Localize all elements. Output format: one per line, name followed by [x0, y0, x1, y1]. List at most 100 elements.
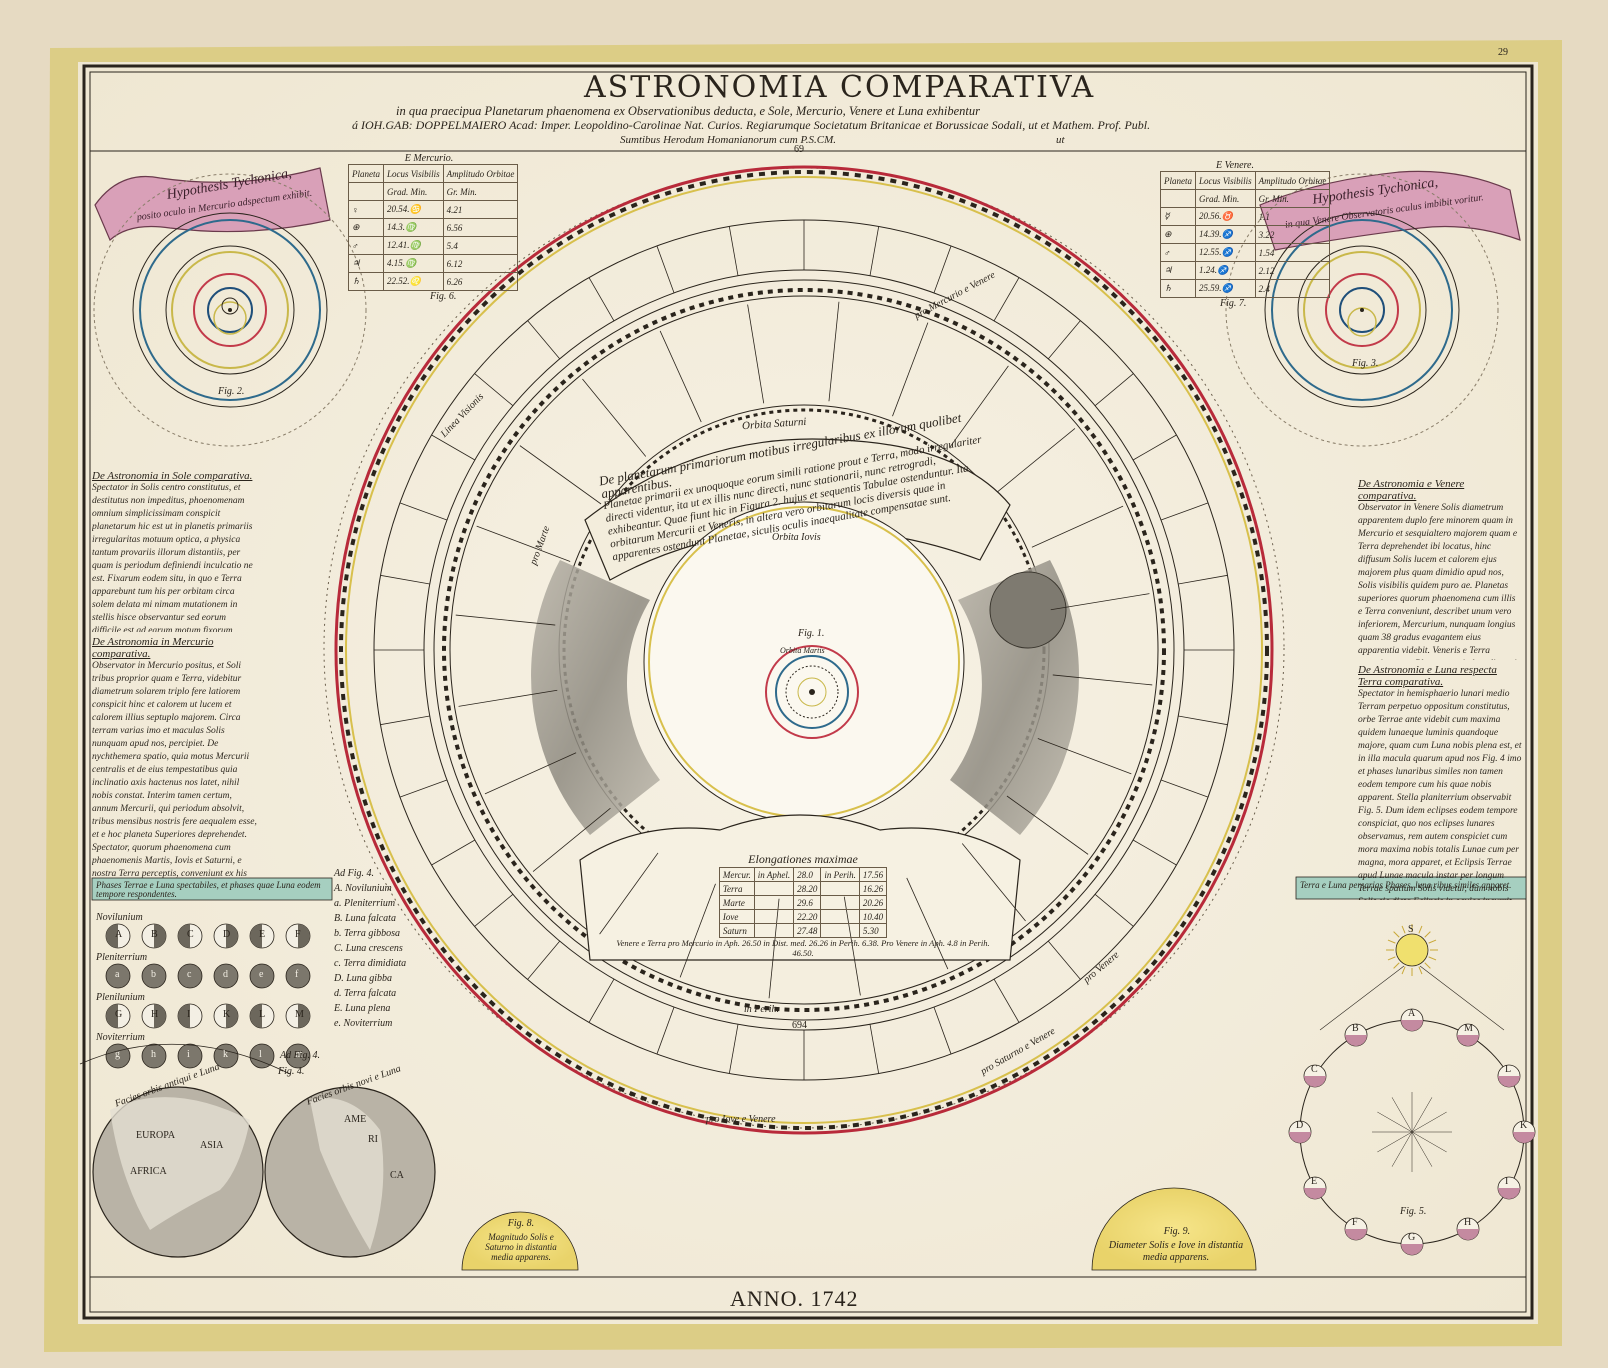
table-subheader [348, 182, 384, 201]
inner-graduation-line [747, 304, 765, 404]
map-subtitle: in qua praecipua Planetarum phaenomena e… [396, 104, 981, 118]
phase-letter: A [115, 929, 123, 940]
elongation-cell [820, 909, 860, 924]
venere-table-title: E Venere. [1216, 160, 1254, 171]
graduation-line [1160, 779, 1209, 798]
elongation-cell: 27.48 [793, 923, 822, 938]
table-cell: 4.21 [442, 200, 519, 219]
table-cell: ⊕ [348, 218, 384, 237]
lunar-ray [1411, 1111, 1447, 1133]
elongation-cell: 28.0 [793, 867, 822, 882]
sun-ray [1387, 956, 1396, 961]
ame-label: AME [344, 1114, 367, 1125]
earth-globe [989, 571, 1067, 649]
map-title: ASTRONOMIA COMPARATIVA [584, 70, 1096, 105]
sun-ray [1418, 966, 1423, 975]
lunar-ray [1377, 1131, 1413, 1153]
elongation-cell [753, 923, 795, 938]
phase-disc [249, 1043, 275, 1069]
phase-letter: H [151, 1009, 159, 1020]
graduation-line [474, 373, 514, 407]
phase-disc [285, 1043, 311, 1069]
table-row: ♃1.24.♐2.12 [1160, 261, 1331, 280]
inner-graduation-line [476, 525, 571, 562]
moon-shade [1304, 1188, 1327, 1199]
table-row: ⊕14.39.♐3.22 [1160, 225, 1331, 244]
phase-disc [141, 963, 167, 989]
phase-row-label: Plenilunium [96, 992, 145, 1003]
graduation-line [1094, 893, 1134, 927]
elongation-cell: in Aphel. [753, 867, 795, 882]
graduation-line [527, 320, 561, 360]
anno-date: ANNO. 1742 [730, 1286, 859, 1311]
graduation-line [933, 1006, 952, 1055]
elongation-cell: Mercur. [718, 867, 755, 882]
phase-row-label: Noviterrium [96, 1032, 145, 1043]
fig8-label: Fig. 8. [507, 1218, 535, 1229]
graduation-line [1160, 502, 1209, 521]
phase-shade [154, 1004, 166, 1028]
phase-disc [285, 963, 311, 989]
sun-ray [1428, 956, 1437, 961]
graduation-line [1178, 715, 1228, 726]
moon-shade [1345, 1035, 1367, 1047]
phase-shade [106, 1004, 118, 1028]
lunar-ray [1411, 1131, 1433, 1167]
legend-item: d. Terra falcata [334, 988, 397, 999]
orbita-iovis-label: Orbita Iovis [772, 532, 821, 543]
inner-graduation-line [1006, 795, 1089, 855]
elongation-footer: Venere e Terra pro Mercurio in Aph. 26.5… [616, 938, 990, 958]
graduation-line [588, 978, 615, 1023]
table-cell: 3.22 [1254, 225, 1331, 244]
moon-letter: H [1464, 1216, 1472, 1228]
africa-label: AFRICA [130, 1166, 167, 1177]
legend-item: a. Pleniterrium [334, 898, 396, 909]
legend-item: D. Luna gibba [334, 973, 393, 984]
sun-ray [1401, 925, 1406, 934]
elongation-cell: in Perih. [820, 867, 860, 882]
hemispheres [79, 1043, 436, 1258]
table-cell: 12.55.♐ [1195, 243, 1256, 262]
phase-letter: i [187, 1049, 190, 1060]
lunar-ray [1411, 1097, 1433, 1133]
table-subheader [1160, 189, 1196, 208]
lunar-ray [1377, 1111, 1413, 1133]
graduation-line [993, 978, 1020, 1023]
phase-letter: b [151, 969, 156, 980]
table-cell: 25.59.♐ [1195, 279, 1256, 298]
table-cell: ⊕ [1160, 225, 1196, 244]
graduation-line [527, 940, 561, 980]
phase-shade [298, 924, 310, 948]
moon-letter: A [1408, 1008, 1416, 1019]
graduation-line [933, 245, 952, 294]
moon-shade [1497, 1188, 1520, 1199]
elongation-title: Elongationes maximae [748, 852, 858, 866]
table-cell: 1.24.♐ [1195, 261, 1256, 280]
moon-letter: B [1352, 1023, 1359, 1034]
table-cell: ♃ [1160, 261, 1196, 280]
phase-shade [178, 1004, 190, 1028]
fig9-text: Diameter Solis e Iove in distantia media… [1108, 1240, 1244, 1263]
graduation-line [399, 502, 448, 521]
orbita-martis-label: Orbita Martis [780, 646, 825, 655]
graduation-line [1047, 320, 1081, 360]
table-cell: ☿ [1160, 207, 1196, 226]
phase-disc [213, 1043, 239, 1069]
phase-letter: G [115, 1009, 123, 1020]
table-cell: 22.52.♌ [383, 272, 444, 291]
phase-shade [226, 1004, 238, 1028]
fig2-tychonic-diagram [93, 167, 367, 447]
left-body-2: Observator in Mercurio positus, et Soli … [92, 661, 257, 878]
phase-letter: a [115, 969, 120, 980]
elongation-cell: 17.56 [858, 867, 888, 882]
elongation-cell [820, 895, 860, 910]
elongation-cell: Saturn [718, 923, 755, 938]
moon-shade [1513, 1132, 1535, 1143]
phase-disc [249, 963, 275, 989]
ri-label: RI [368, 1134, 378, 1145]
moon-shade [1345, 1228, 1367, 1240]
fig6-label: Fig. 6. [430, 291, 457, 302]
